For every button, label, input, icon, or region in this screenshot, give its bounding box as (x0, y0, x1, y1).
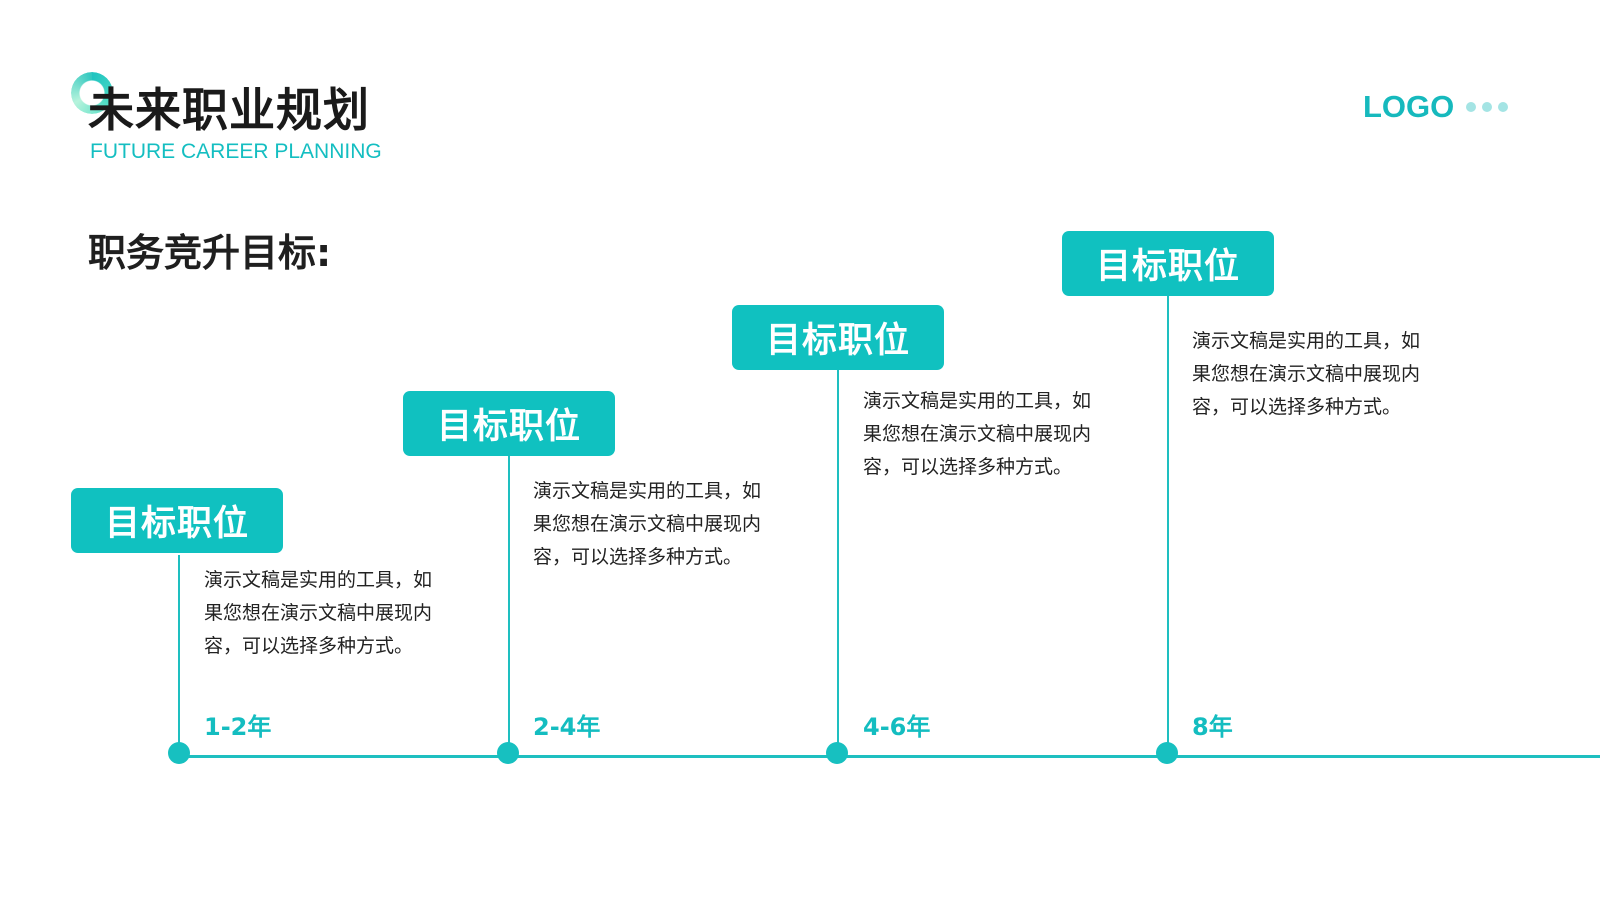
stage-dot-icon (826, 742, 848, 764)
section-heading: 职务竞升目标: (88, 231, 332, 275)
stage-tag: 目标职位 (732, 305, 944, 370)
dot-icon (1466, 102, 1476, 112)
stage-years: 1-2年 (204, 713, 272, 741)
stage-years: 8年 (1192, 713, 1233, 741)
stage-description: 演示文稿是实用的工具，如果您想在演示文稿中展现内容，可以选择多种方式。 (533, 480, 762, 568)
stage-years: 2-4年 (533, 713, 601, 741)
page-subtitle: FUTURE CAREER PLANNING (90, 140, 382, 163)
stage-connector-line (837, 370, 839, 755)
stage-dot-icon (1156, 742, 1178, 764)
title-ring-icon (71, 72, 113, 114)
dot-icon (1498, 102, 1508, 112)
stage-description: 演示文稿是实用的工具，如果您想在演示文稿中展现内容，可以选择多种方式。 (863, 390, 1092, 478)
stage-years: 4-6年 (863, 713, 931, 741)
page-title: 未来职业规划 (88, 83, 370, 137)
stage-tag: 目标职位 (1062, 231, 1274, 296)
stage-connector-line (1167, 296, 1169, 755)
stage-dot-icon (497, 742, 519, 764)
stage-tag: 目标职位 (403, 391, 615, 456)
stage-dot-icon (168, 742, 190, 764)
logo: LOGO (1363, 89, 1455, 124)
dot-icon (1482, 102, 1492, 112)
stage-connector-line (178, 555, 180, 755)
stage-description: 演示文稿是实用的工具，如果您想在演示文稿中展现内容，可以选择多种方式。 (204, 569, 433, 657)
stage-connector-line (508, 455, 510, 755)
dots-icon (1466, 102, 1508, 112)
stage-tag: 目标职位 (71, 488, 283, 553)
timeline-baseline (178, 755, 1600, 758)
stage-description: 演示文稿是实用的工具，如果您想在演示文稿中展现内容，可以选择多种方式。 (1192, 330, 1421, 418)
